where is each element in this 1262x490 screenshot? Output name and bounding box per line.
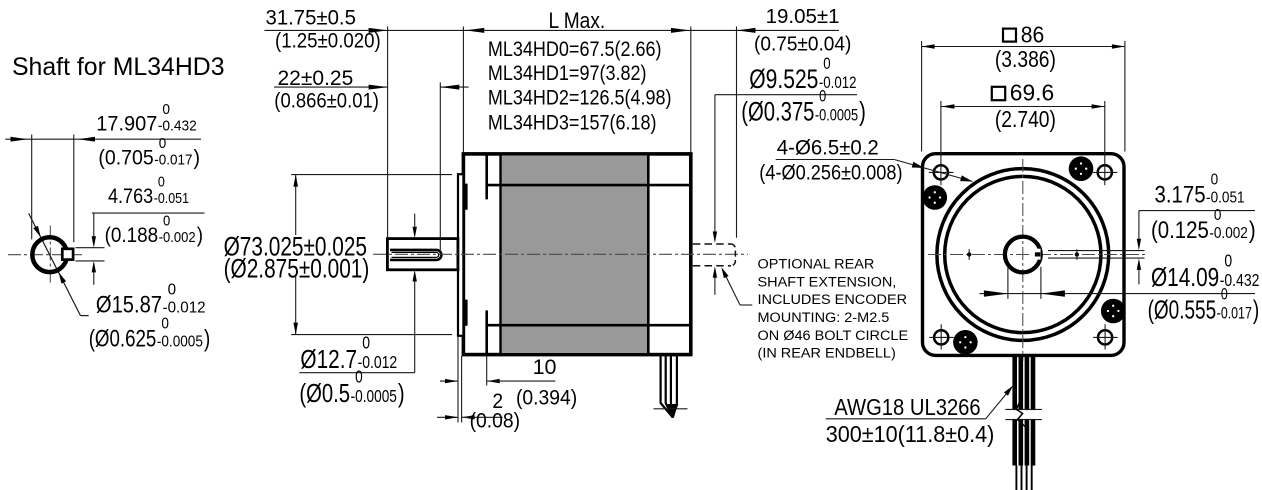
svg-text:): ): [194, 147, 201, 170]
svg-text:(0.08): (0.08): [470, 410, 520, 433]
svg-text:Shaft for ML34HD3: Shaft for ML34HD3: [12, 53, 225, 81]
svg-text:0: 0: [823, 55, 830, 74]
svg-text:0: 0: [1214, 207, 1222, 224]
svg-text:300±10(11.8±0.4): 300±10(11.8±0.4): [826, 421, 995, 447]
svg-text:0: 0: [1221, 286, 1228, 304]
svg-text:0: 0: [355, 368, 363, 387]
svg-text:22±0.25: 22±0.25: [278, 67, 354, 90]
svg-text:(Ø0.555: (Ø0.555: [1148, 295, 1217, 325]
svg-text:-0.432: -0.432: [158, 117, 197, 133]
svg-text:19.05±1: 19.05±1: [766, 5, 840, 28]
svg-text:4-Ø6.5±0.2: 4-Ø6.5±0.2: [777, 136, 879, 160]
svg-text:86: 86: [1021, 21, 1045, 47]
svg-text:INCLUDES ENCODER: INCLUDES ENCODER: [758, 292, 908, 308]
svg-text:-0.012: -0.012: [163, 299, 206, 316]
svg-text:0: 0: [161, 316, 169, 333]
svg-text:69.6: 69.6: [1010, 79, 1054, 105]
svg-text:(Ø0.5: (Ø0.5: [299, 379, 350, 408]
svg-text:): ): [398, 379, 405, 408]
svg-text:3.175: 3.175: [1155, 181, 1206, 208]
svg-text:ML34HD1=97(3.82): ML34HD1=97(3.82): [488, 62, 647, 86]
svg-text:0: 0: [819, 87, 826, 106]
svg-text:(1.25±0.020): (1.25±0.020): [275, 30, 381, 53]
svg-text:(Ø0.375: (Ø0.375: [741, 97, 814, 128]
svg-text:-0.012: -0.012: [358, 354, 398, 373]
svg-text:-0.017: -0.017: [1217, 305, 1252, 323]
svg-text:0: 0: [1224, 252, 1232, 271]
svg-text:(0.705: (0.705: [98, 147, 153, 170]
svg-text:Ø12.7: Ø12.7: [300, 345, 357, 374]
svg-text:(0.125: (0.125: [1151, 216, 1209, 243]
svg-text:-0.0005: -0.0005: [351, 388, 398, 407]
svg-text:ON Ø46 BOLT CIRCLE: ON Ø46 BOLT CIRCLE: [758, 328, 909, 344]
svg-text:(Ø0.625: (Ø0.625: [89, 325, 157, 352]
svg-text:-0.051: -0.051: [1206, 190, 1245, 207]
svg-text:10: 10: [533, 355, 557, 379]
svg-text:(Ø2.875±0.001): (Ø2.875±0.001): [224, 254, 370, 284]
svg-text:-0.0005: -0.0005: [157, 334, 203, 351]
svg-text:ML34HD2=126.5(4.98): ML34HD2=126.5(4.98): [488, 86, 672, 110]
svg-text:Ø9.525: Ø9.525: [749, 65, 818, 95]
svg-text:-0.0005: -0.0005: [815, 106, 858, 125]
svg-text:-0.012: -0.012: [819, 74, 857, 93]
svg-text:AWG18 UL3266: AWG18 UL3266: [834, 394, 980, 421]
svg-text:): ): [1253, 295, 1259, 325]
svg-text:31.75±0.5: 31.75±0.5: [266, 6, 356, 29]
svg-text:0: 0: [162, 101, 170, 117]
svg-text:): ): [1249, 216, 1256, 243]
svg-text:-0.002: -0.002: [159, 229, 196, 245]
svg-text:4.763: 4.763: [108, 185, 153, 209]
svg-text:ML34HD3=157(6.18): ML34HD3=157(6.18): [488, 111, 657, 135]
svg-text:(3.386): (3.386): [995, 46, 1056, 72]
svg-text:ML34HD0=67.5(2.66): ML34HD0=67.5(2.66): [488, 38, 662, 62]
svg-text:2: 2: [492, 390, 503, 413]
svg-text:0: 0: [1211, 172, 1219, 189]
svg-text:(0.866±0.01): (0.866±0.01): [274, 89, 379, 112]
svg-text:(IN REAR ENDBELL): (IN REAR ENDBELL): [758, 346, 896, 362]
svg-text:(0.188: (0.188: [105, 224, 159, 247]
svg-text:0: 0: [163, 213, 171, 229]
svg-text:SHAFT EXTENSION,: SHAFT EXTENSION,: [758, 274, 897, 290]
svg-text:(4-Ø0.256±0.008): (4-Ø0.256±0.008): [759, 161, 902, 185]
svg-text:0: 0: [168, 281, 177, 298]
svg-text:): ): [204, 325, 210, 352]
svg-text:OPTIONAL REAR: OPTIONAL REAR: [758, 257, 875, 273]
svg-text:-0.051: -0.051: [154, 190, 189, 206]
svg-text:0: 0: [158, 174, 165, 190]
svg-text:Ø14.09: Ø14.09: [1151, 263, 1219, 292]
svg-text:(2.740): (2.740): [995, 106, 1056, 132]
svg-text:17.907: 17.907: [96, 112, 157, 136]
svg-text:0: 0: [362, 334, 370, 353]
svg-text:Ø15.87: Ø15.87: [96, 291, 162, 318]
svg-text:MOUNTING: 2-M2.5: MOUNTING: 2-M2.5: [758, 310, 890, 326]
svg-text:-0.002: -0.002: [1209, 225, 1248, 242]
svg-text:(0.75±0.04): (0.75±0.04): [754, 33, 851, 56]
svg-text:-0.432: -0.432: [1220, 272, 1260, 291]
svg-text:): ): [197, 224, 203, 247]
svg-text:-0.017: -0.017: [154, 151, 192, 168]
svg-text:Ø73.025±0.025: Ø73.025±0.025: [224, 232, 367, 262]
svg-text:(0.394): (0.394): [516, 387, 577, 410]
svg-text:): ): [859, 97, 866, 128]
svg-text:0: 0: [159, 135, 167, 152]
svg-text:L Max.: L Max.: [549, 9, 606, 34]
